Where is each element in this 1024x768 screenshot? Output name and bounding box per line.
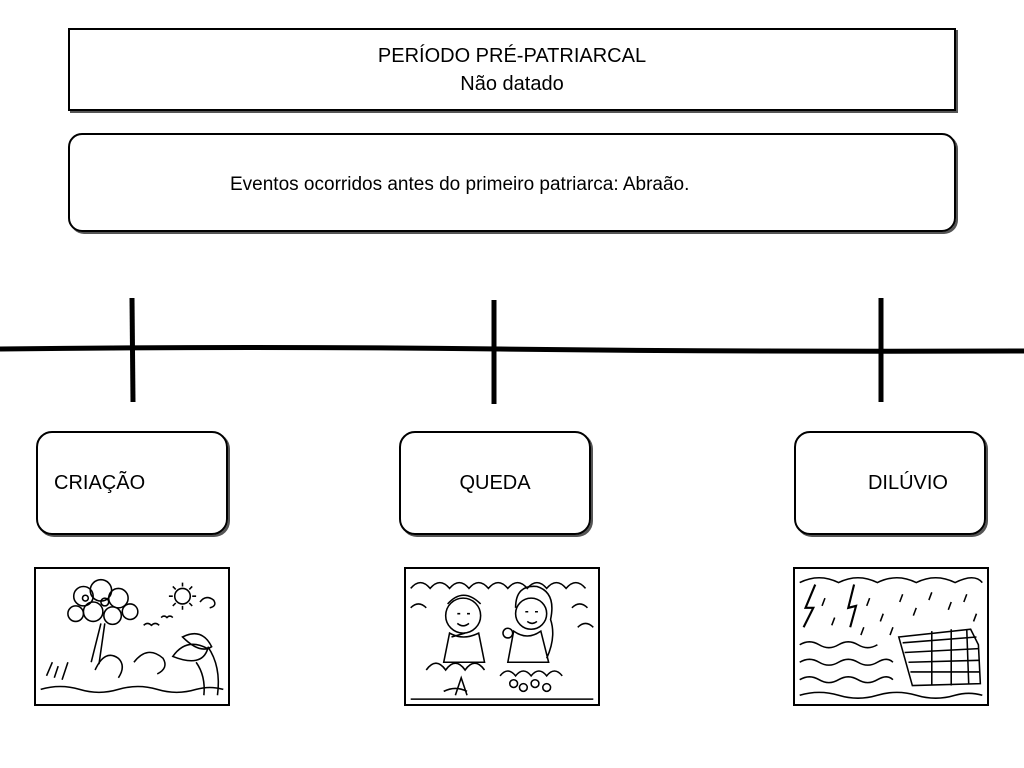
- event-box-diluvio: DILÚVIO: [794, 431, 986, 535]
- period-title-box: PERÍODO PRÉ-PATRIARCAL Não datado: [68, 28, 956, 111]
- timeline: [0, 297, 1024, 404]
- description-box: Eventos ocorridos antes do primeiro patr…: [68, 133, 956, 232]
- period-subtitle: Não datado: [460, 72, 564, 95]
- timeline-tick-criacao: [129, 297, 136, 403]
- creation-illustration: [34, 567, 230, 706]
- creation-drawing: [40, 578, 224, 696]
- fall-drawing: [410, 581, 594, 700]
- period-title: PERÍODO PRÉ-PATRIARCAL: [377, 44, 647, 67]
- event-label-diluvio: DILÚVIO: [867, 471, 948, 494]
- flood-drawing: [799, 576, 983, 699]
- fall-illustration: [404, 567, 600, 706]
- description-text: Eventos ocorridos antes do primeiro patr…: [230, 174, 690, 195]
- timeline-axis: [0, 345, 1024, 354]
- event-label-queda: QUEDA: [459, 471, 531, 494]
- event-label-criacao: CRIAÇÃO: [54, 471, 146, 494]
- flood-illustration: [793, 567, 989, 706]
- event-box-criacao: CRIAÇÃO: [36, 431, 228, 535]
- event-box-queda: QUEDA: [399, 431, 591, 535]
